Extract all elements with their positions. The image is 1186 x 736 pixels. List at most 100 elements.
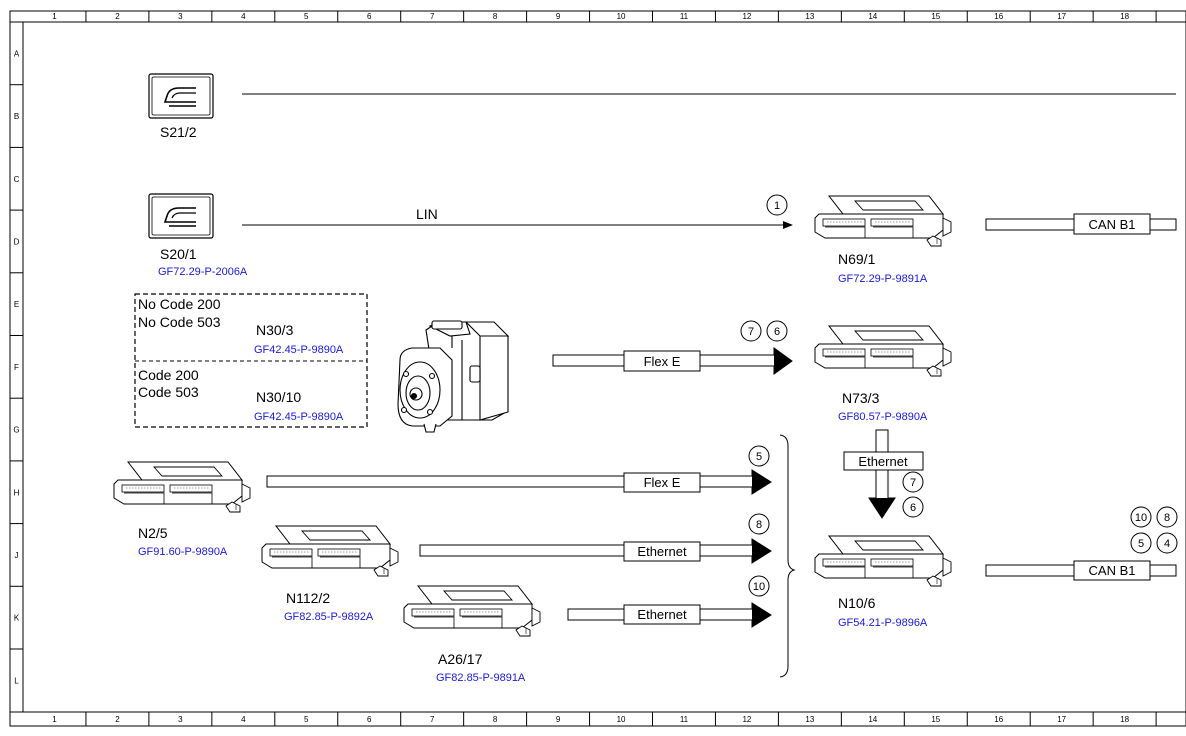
n2-5-ref-link[interactable]: GF91.60-P-9890A: [138, 546, 228, 558]
n69-1-label: N69/1: [838, 251, 876, 267]
n30-10-label: N30/10: [256, 389, 301, 405]
ethernet-connection-n112-2: [419, 538, 772, 564]
marker-7a: 7: [748, 326, 754, 338]
grid-column-label: 8: [493, 12, 498, 21]
ecu-n2-5-icon: [113, 461, 251, 513]
grid-row-label: G: [13, 426, 19, 435]
marker-circle-7b: [902, 471, 924, 493]
grid-column-label: 3: [178, 715, 183, 724]
grid-border: 1122334455667788991010111112121313141415…: [10, 11, 1157, 726]
grouping-brace: [779, 434, 796, 678]
marker-1: 1: [774, 200, 780, 212]
grid-column-label: 10: [617, 715, 626, 724]
ethernet-label-3: Ethernet: [637, 607, 687, 622]
marker-circle-10a: [748, 575, 770, 597]
grid-column-label: 4: [241, 12, 246, 21]
grid-column-label: 3: [178, 12, 183, 21]
flex-e-label-1: Flex E: [644, 354, 681, 369]
variant-no-code-200: No Code 200: [138, 296, 221, 312]
grid-column-label: 15: [931, 12, 940, 21]
n10-6-ref-link[interactable]: GF54.21-P-9896A: [838, 617, 928, 629]
ethernet-label-2: Ethernet: [637, 544, 687, 559]
marker-circle-8a: [748, 513, 770, 535]
ethernet-tag-3: [623, 604, 701, 625]
grid-column-label: 17: [1057, 12, 1066, 21]
ecu-n69-1-icon: [814, 195, 952, 247]
grid-column-label: 5: [304, 12, 309, 21]
ecu-n10-6-icon: [814, 535, 952, 587]
n69-1-ref-link[interactable]: GF72.29-P-9891A: [838, 273, 928, 285]
outer-frame: [9, 10, 1186, 727]
grid-column-label: 4: [241, 715, 246, 724]
grid-column-label: 8: [493, 715, 498, 724]
marker-circle-5b: [1130, 532, 1152, 554]
grid-column-label: 11: [680, 12, 689, 21]
marker-4: 4: [1164, 538, 1170, 550]
grid-row-label: A: [14, 49, 20, 58]
can-b1-label-top: CAN B1: [1089, 217, 1136, 232]
grid-column-label: 7: [430, 715, 435, 724]
marker-5a: 5: [756, 451, 762, 463]
grid-row-label: K: [14, 614, 20, 623]
s21-2-label: S21/2: [160, 124, 197, 140]
ecu-n112-2-icon: [261, 525, 399, 577]
a26-17-label: A26/17: [438, 651, 483, 667]
grid-column-label: 9: [556, 12, 561, 21]
ethernet-tag-vertical: [843, 451, 924, 471]
grid-row-label: C: [14, 175, 20, 184]
n73-3-label: N73/3: [842, 390, 880, 406]
grid-column-label: 16: [994, 12, 1003, 21]
n30-3-ref-link[interactable]: GF42.45-P-9890A: [254, 344, 344, 356]
ecu-a26-17-icon: [403, 585, 541, 637]
s20-1-ref-link[interactable]: GF72.29-P-2006A: [158, 266, 248, 278]
grid-column-label: 18: [1120, 12, 1129, 21]
n73-3-ref-link[interactable]: GF80.57-P-9890A: [838, 411, 928, 423]
marker-6b: 6: [910, 502, 916, 514]
grid-column-label: 5: [304, 715, 309, 724]
marker-circle-8b: [1156, 506, 1178, 528]
marker-circle-6b: [902, 496, 924, 518]
a26-17-ref-link[interactable]: GF82.85-P-9891A: [436, 672, 526, 684]
marker-5b: 5: [1138, 538, 1144, 550]
variant-code-503: Code 503: [138, 384, 199, 400]
marker-circle-4: [1156, 532, 1178, 554]
marker-10b: 10: [1135, 512, 1147, 524]
marker-6a: 6: [774, 326, 780, 338]
grid-column-label: 18: [1120, 715, 1129, 724]
grid-column-label: 12: [742, 715, 751, 724]
marker-circle-6a: [766, 320, 788, 342]
marker-circle-10b: [1130, 506, 1152, 528]
grid-column-label: 17: [1057, 715, 1066, 724]
grid-row-label: L: [14, 676, 19, 685]
grid-column-label: 2: [115, 12, 120, 21]
grid-column-label: 7: [430, 12, 435, 21]
can-b1-tag-bottom: [1073, 560, 1151, 581]
grid-row-label: J: [15, 551, 19, 560]
n30-10-ref-link[interactable]: GF42.45-P-9890A: [254, 411, 344, 423]
marker-circle-1: [766, 194, 788, 216]
grid-column-label: 6: [367, 12, 372, 21]
marker-circle-7a: [740, 320, 762, 342]
grid-column-label: 6: [367, 715, 372, 724]
n112-2-ref-link[interactable]: GF82.85-P-9892A: [284, 611, 374, 623]
esp-hydraulic-unit-icon: [397, 320, 510, 433]
grid-column-label: 13: [805, 715, 814, 724]
grid-row-label: E: [14, 300, 19, 309]
grid-column-label: 14: [868, 12, 877, 21]
marker-7b: 7: [910, 477, 916, 489]
s20-1-label: S20/1: [160, 246, 197, 262]
variant-no-code-503: No Code 503: [138, 314, 221, 330]
grid-column-label: 16: [994, 715, 1003, 724]
lin-label: LIN: [416, 206, 438, 222]
grid-column-label: 13: [805, 12, 814, 21]
grid-column-label: 1: [52, 12, 57, 21]
grid-column-label: 10: [617, 12, 626, 21]
can-b1-tag-top: [1073, 213, 1151, 235]
switch-s21-2-icon: [148, 73, 214, 119]
grid-column-label: 1: [52, 715, 57, 724]
ethernet-label-vertical: Ethernet: [858, 454, 908, 469]
marker-10a: 10: [753, 581, 765, 593]
flex-e-tag-1: [623, 350, 701, 372]
grid-row-label: D: [14, 237, 20, 246]
